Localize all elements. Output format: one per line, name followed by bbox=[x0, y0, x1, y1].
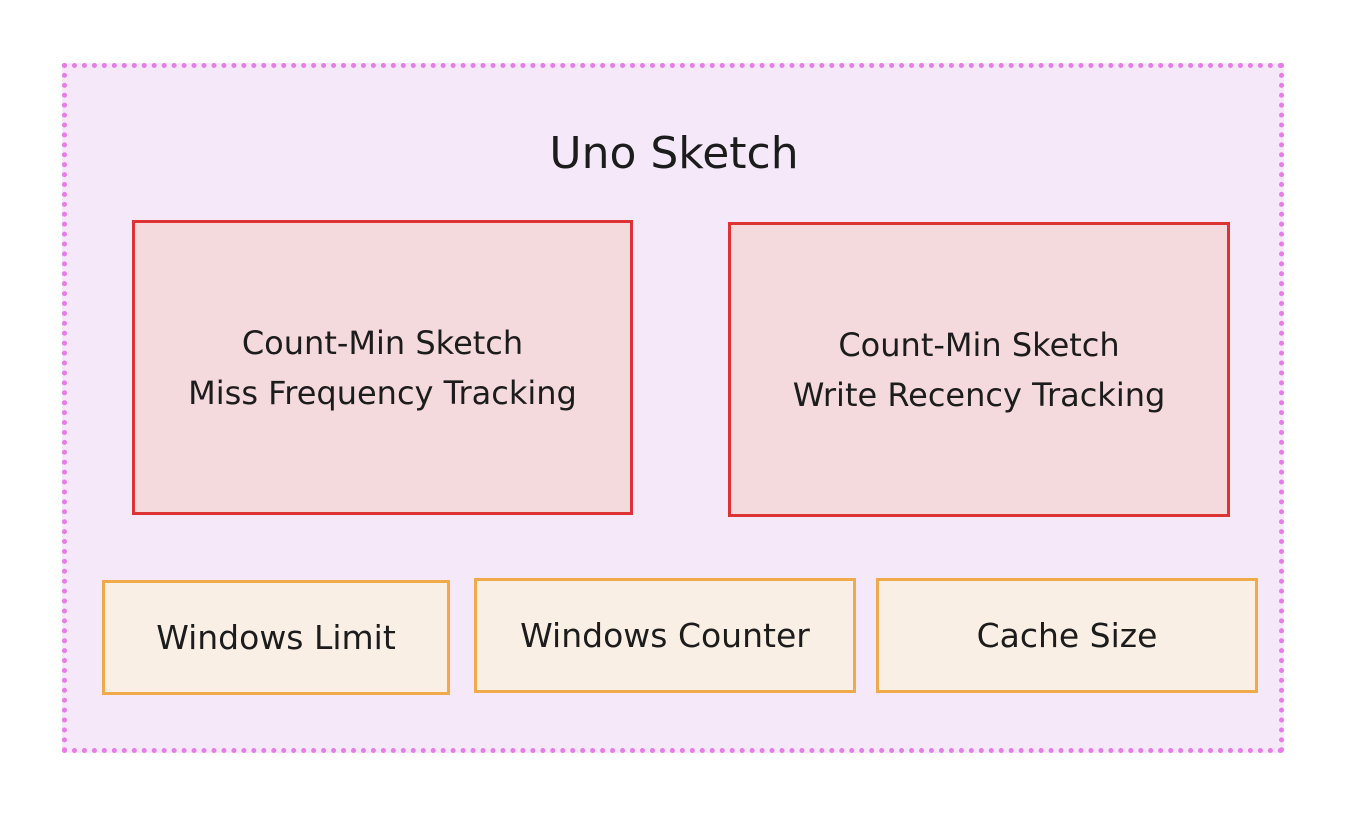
write-recency-sketch-box: Count-Min Sketch Write Recency Tracking bbox=[728, 222, 1230, 517]
windows-limit-box: Windows Limit bbox=[102, 580, 450, 695]
sketch-type-label: Count-Min Sketch bbox=[838, 325, 1120, 364]
cache-size-label: Cache Size bbox=[976, 616, 1158, 655]
cache-size-box: Cache Size bbox=[876, 578, 1258, 693]
diagram-title: Uno Sketch bbox=[549, 128, 799, 179]
sketch-type-label: Count-Min Sketch bbox=[241, 323, 524, 362]
write-recency-sketch-label: Count-Min Sketch Write Recency Tracking bbox=[793, 320, 1166, 420]
windows-limit-label: Windows Limit bbox=[156, 618, 396, 657]
miss-frequency-sketch-label: Count-Min Sketch Miss Frequency Tracking bbox=[188, 318, 577, 418]
windows-counter-label: Windows Counter bbox=[520, 616, 810, 655]
windows-counter-box: Windows Counter bbox=[474, 578, 856, 693]
sketch-purpose-label: Write Recency Tracking bbox=[792, 375, 1166, 414]
sketch-purpose-label: Miss Frequency Tracking bbox=[188, 373, 577, 412]
miss-frequency-sketch-box: Count-Min Sketch Miss Frequency Tracking bbox=[132, 220, 633, 515]
